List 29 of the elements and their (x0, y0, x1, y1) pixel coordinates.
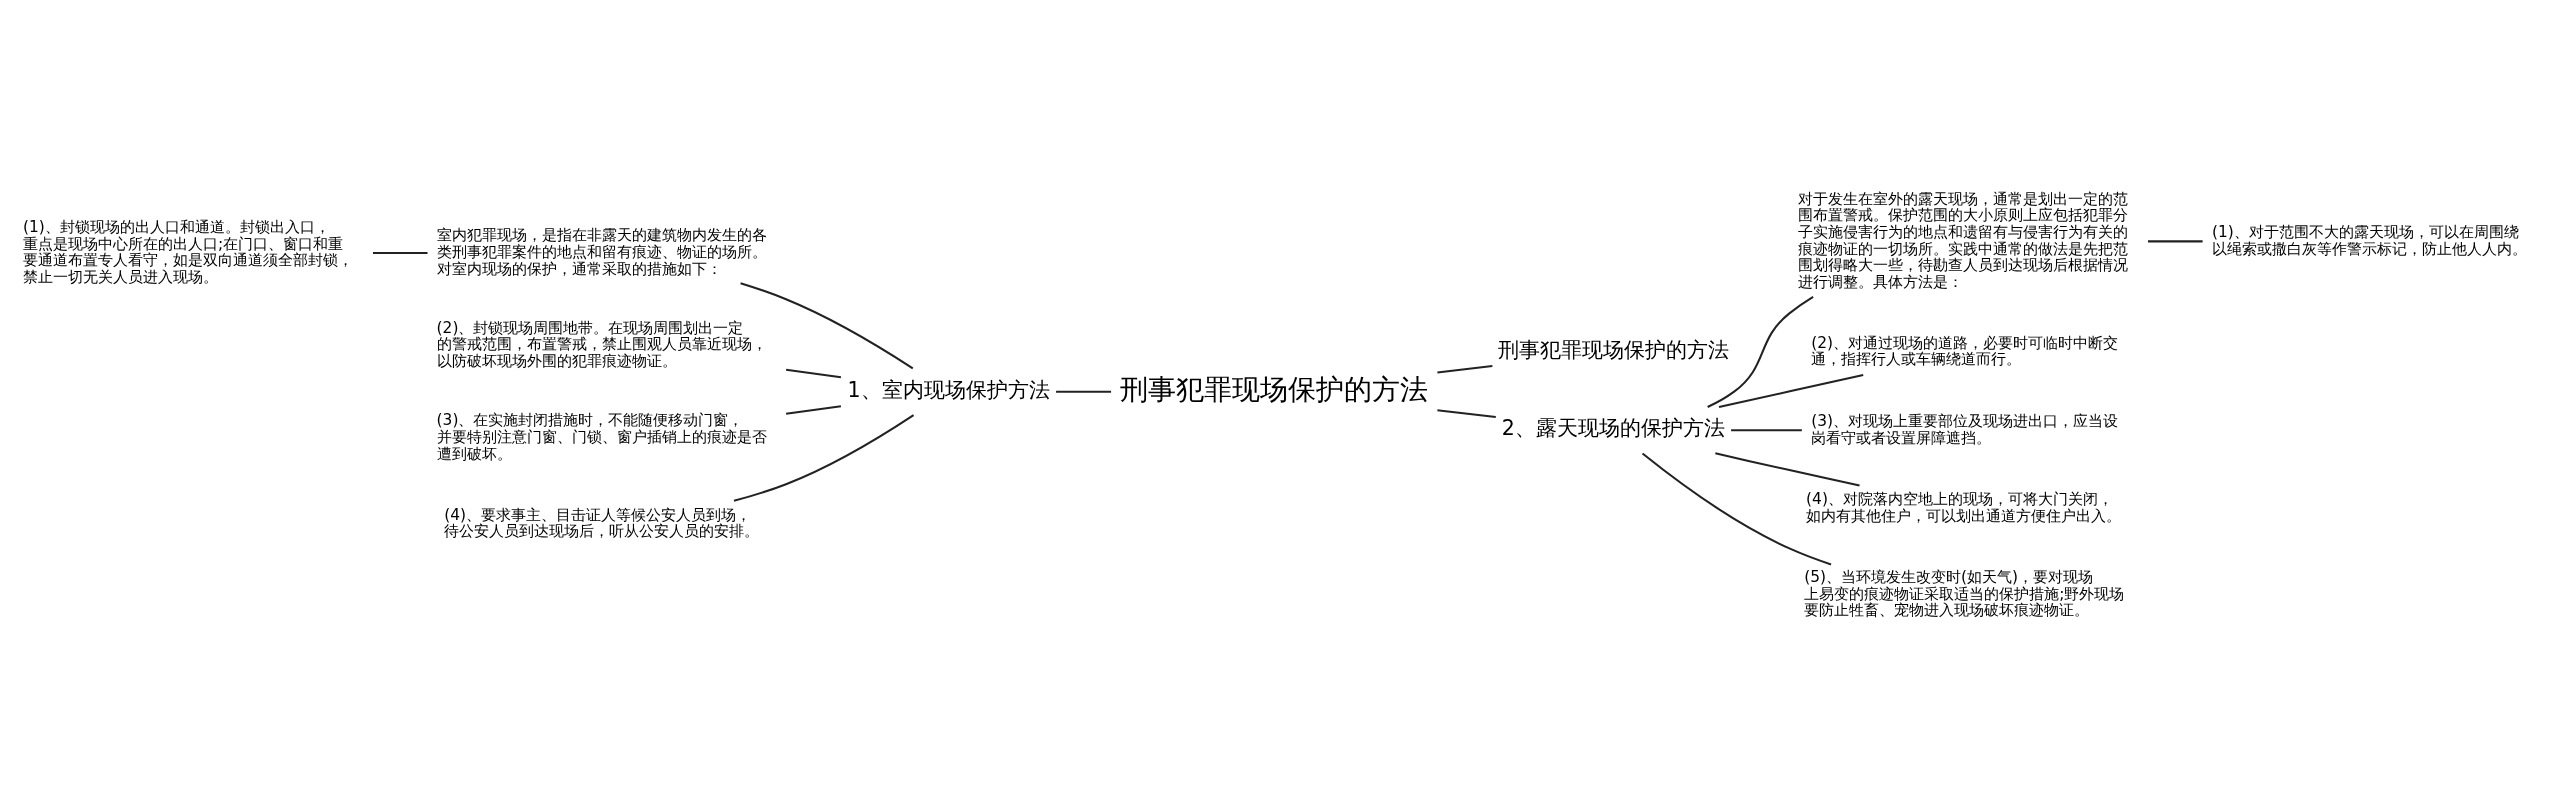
node-text: (1)、封锁现场的出人口和通道。封锁出入口，重点是现场中心所在的出人口;在门口、窗口和重要通道布置专人看守，如是双向通道须全部封锁，禁止一切无关人员进入现场。 (22, 217, 353, 286)
node-text: (4)、对院落内空地上的现场，可将大门关闭，如内有其他住户，可以划出通道方便住户出入。 (1806, 490, 2122, 525)
connector (1437, 365, 1493, 374)
connector (1715, 452, 1860, 487)
node-text: (3)、在实施封闭措施时，不能随便移动门窗，并要特别注意门窗、门锁、窗户插销上的痕迹是否遭到破坏。 (436, 411, 767, 463)
connector (1707, 296, 1814, 408)
connector (786, 405, 842, 415)
node-text: (2)、对通过现场的道路，必要时可临时中断交通，指挥行人或车辆绕道而行。 (1811, 333, 2119, 369)
node-text: (3)、对现场上重要部位及现场进出口，应当设岗看守或者设置屏障遮挡。 (1811, 411, 2119, 447)
connector (1731, 429, 1802, 432)
connector (740, 282, 914, 370)
node-text: 对于发生在室外的露天现场，通常是划出一定的范围布置警戒。保护范围的大小原则上应包括犯罪分子实施侵害行为的地点和遗留有与侵害行为有关的痕迹物证的一切场所。实践中通常的做法是先把范围划得略大一些，待勘查人员到达现场后根据情况进行调整。具体方法是： (1798, 189, 2129, 292)
node-text: 刑事犯罪现场保护的方法 (1497, 337, 1729, 362)
connector (733, 414, 915, 502)
connector (372, 251, 428, 254)
node-text: 室内犯罪现场，是指在非露天的建筑物内发生的各类刑事犯罪案件的地点和留有痕迹、物证的场所。对室内现场的保护，通常采取的措施如下： (436, 226, 767, 278)
node-text: 刑事犯罪现场保护的方法 (1120, 372, 1429, 406)
connector (1718, 374, 1864, 409)
connector (2148, 240, 2203, 243)
node-text: 2、露天现场的保护方法 (1501, 416, 1725, 441)
connector (786, 368, 842, 379)
connector (1056, 390, 1112, 393)
node-text: (4)、要求事主、目击证人等候公安人员到场，待公安人员到达现场后，听从公安人员的安排。 (444, 505, 760, 541)
node-text: (1)、对于范围不大的露天现场，可以在周围绕以绳索或撒白灰等作警示标记，防止他人人内。 (2212, 223, 2528, 258)
node-text: (2)、封锁现场周围地带。在现场周围划出一定的警戒范围，布置警戒，禁止围观人员靠近现场，以防破坏现场外围的犯罪痕迹物证。 (436, 318, 767, 371)
connector (1437, 409, 1496, 418)
connector (1641, 452, 1832, 566)
node-text: (5)、当环境发生改变时(如天气)，要对现场上易变的痕迹物证采取适当的保护措施;野外现场要防止牲畜、宠物进入现场破坏痕迹物证。 (1804, 567, 2125, 620)
node-text: 1、室内现场保护方法 (847, 377, 1050, 402)
